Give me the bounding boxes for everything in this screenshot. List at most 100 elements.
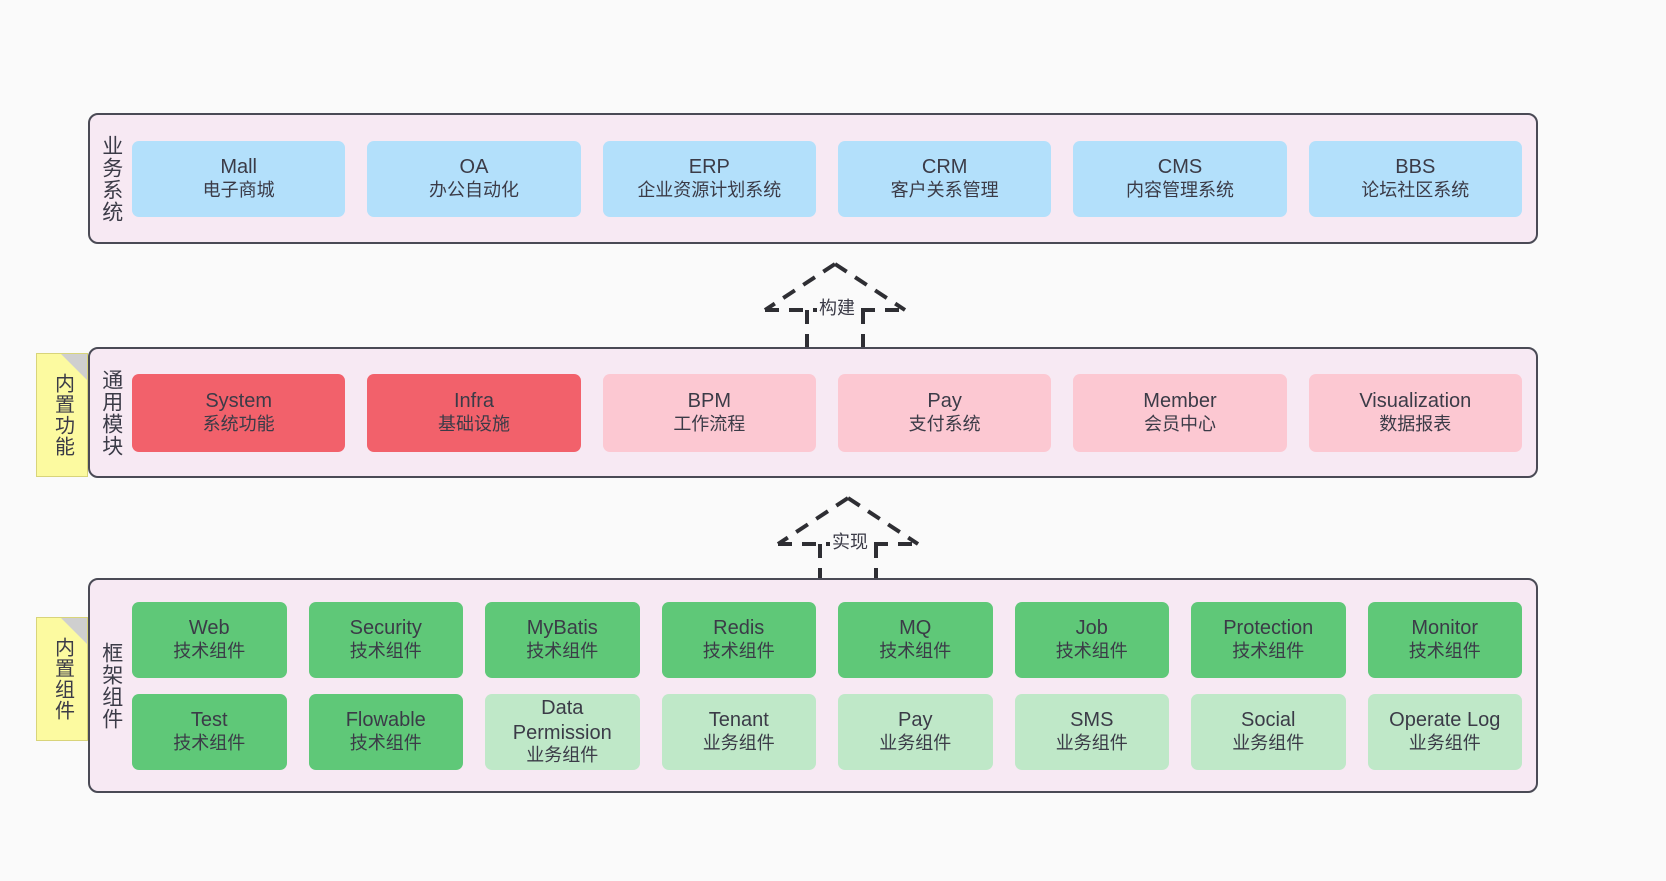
card-system[interactable]: System 系统功能: [132, 373, 346, 452]
card-subtitle: 业务组件: [1055, 732, 1128, 753]
card-name: Operate Log: [1389, 709, 1501, 732]
card-name: Protection: [1223, 617, 1314, 640]
card-name: Pay: [927, 390, 962, 413]
connector-label-implement: 实现: [830, 528, 870, 554]
card-name: BPM: [687, 390, 731, 413]
card-subtitle: 工作流程: [673, 413, 746, 434]
card-subtitle: 技术组件: [173, 732, 246, 753]
card-redis[interactable]: Redis 技术组件: [661, 601, 816, 678]
card-protection[interactable]: Protection 技术组件: [1191, 601, 1346, 678]
sticky-note-label: 内置功能: [51, 373, 74, 457]
card-web[interactable]: Web 技术组件: [132, 601, 287, 678]
card-visualization[interactable]: Visualization 数据报表: [1308, 373, 1522, 452]
card-row: Test 技术组件 Flowable 技术组件 Data Permission …: [132, 693, 1522, 770]
card-pay-component[interactable]: Pay 业务组件: [838, 693, 993, 770]
card-name: SMS: [1070, 709, 1114, 732]
card-social[interactable]: Social 业务组件: [1191, 693, 1346, 770]
card-name: OA: [459, 156, 489, 179]
card-name: Infra: [453, 390, 494, 413]
layer-body-common-modules: System 系统功能 Infra 基础设施 BPM 工作流程 Pay 支付系统…: [132, 349, 1536, 476]
card-subtitle: 技术组件: [1055, 640, 1128, 661]
card-name: Data Permission: [512, 697, 612, 744]
card-subtitle: 技术组件: [349, 640, 422, 661]
connector-label-build: 构建: [817, 294, 857, 320]
card-name: BBS: [1395, 156, 1436, 179]
card-subtitle: 技术组件: [702, 640, 775, 661]
card-row: Mall 电子商城 OA 办公自动化 ERP 企业资源计划系统 CRM 客户关系…: [132, 140, 1522, 217]
sticky-note-builtin-components: 内置组件: [36, 617, 88, 741]
card-data-permission[interactable]: Data Permission 业务组件: [485, 693, 640, 770]
implement-arrow-icon: [776, 496, 920, 586]
card-name: Web: [188, 617, 230, 640]
card-subtitle: 技术组件: [1408, 640, 1481, 661]
card-name: Member: [1143, 390, 1217, 413]
card-name: Visualization: [1359, 390, 1472, 413]
card-subtitle: 业务组件: [1408, 732, 1481, 753]
card-name: Pay: [898, 709, 933, 732]
card-infra[interactable]: Infra 基础设施: [367, 373, 581, 452]
card-tenant[interactable]: Tenant 业务组件: [661, 693, 816, 770]
card-name: Test: [190, 709, 228, 732]
card-security[interactable]: Security 技术组件: [308, 601, 463, 678]
card-name: MyBatis: [526, 617, 598, 640]
card-subtitle: 数据报表: [1379, 413, 1452, 434]
card-bbs[interactable]: BBS 论坛社区系统: [1308, 140, 1522, 217]
card-name: Job: [1075, 617, 1108, 640]
card-name: Tenant: [708, 709, 769, 732]
card-job[interactable]: Job 技术组件: [1014, 601, 1169, 678]
layer-title-business-systems: 业务系统: [99, 134, 123, 223]
card-name: Social: [1241, 709, 1296, 732]
card-subtitle: 论坛社区系统: [1361, 179, 1470, 200]
card-mq[interactable]: MQ 技术组件: [838, 601, 993, 678]
card-subtitle: 业务组件: [702, 732, 775, 753]
card-row: Web 技术组件 Security 技术组件 MyBatis 技术组件 Redi…: [132, 601, 1522, 678]
card-erp[interactable]: ERP 企业资源计划系统: [602, 140, 816, 217]
card-subtitle: 技术组件: [1232, 640, 1305, 661]
card-subtitle: 业务组件: [1232, 732, 1305, 753]
sticky-note-label: 内置组件: [51, 637, 74, 721]
card-bpm[interactable]: BPM 工作流程: [602, 373, 816, 452]
sticky-note-builtin-features: 内置功能: [36, 353, 88, 477]
card-cms[interactable]: CMS 内容管理系统: [1073, 140, 1287, 217]
card-name: System: [205, 390, 272, 413]
build-arrow-icon: [763, 262, 907, 352]
card-name: CRM: [921, 156, 968, 179]
card-subtitle: 技术组件: [879, 640, 952, 661]
card-subtitle: 客户关系管理: [890, 179, 999, 200]
card-subtitle: 技术组件: [349, 732, 422, 753]
layer-business-systems: 业务系统 Mall 电子商城 OA 办公自动化 ERP 企业资源计划系统 CRM…: [88, 113, 1538, 244]
card-flowable[interactable]: Flowable 技术组件: [308, 693, 463, 770]
card-operate-log[interactable]: Operate Log 业务组件: [1367, 693, 1522, 770]
card-sms[interactable]: SMS 业务组件: [1014, 693, 1169, 770]
card-name: CMS: [1157, 156, 1203, 179]
card-subtitle: 支付系统: [908, 413, 981, 434]
card-name: Monitor: [1411, 617, 1479, 640]
layer-body-framework-components: Web 技术组件 Security 技术组件 MyBatis 技术组件 Redi…: [132, 580, 1536, 791]
card-subtitle: 技术组件: [526, 640, 599, 661]
card-mybatis[interactable]: MyBatis 技术组件: [485, 601, 640, 678]
card-monitor[interactable]: Monitor 技术组件: [1367, 601, 1522, 678]
card-test[interactable]: Test 技术组件: [132, 693, 287, 770]
card-mall[interactable]: Mall 电子商城: [132, 140, 346, 217]
card-subtitle: 业务组件: [526, 744, 599, 765]
card-subtitle: 电子商城: [202, 179, 275, 200]
card-member[interactable]: Member 会员中心: [1073, 373, 1287, 452]
card-subtitle: 技术组件: [173, 640, 246, 661]
card-subtitle: 会员中心: [1143, 413, 1216, 434]
card-subtitle: 业务组件: [879, 732, 952, 753]
card-name: Redis: [713, 617, 765, 640]
card-crm[interactable]: CRM 客户关系管理: [837, 140, 1052, 217]
connector-build: 构建: [755, 258, 915, 352]
card-name: MQ: [899, 617, 932, 640]
layer-title-common-modules: 通用模块: [99, 368, 123, 457]
card-name: ERP: [688, 156, 730, 179]
layer-title-framework-components: 框架组件: [99, 641, 123, 730]
card-subtitle: 系统功能: [202, 413, 275, 434]
card-oa[interactable]: OA 办公自动化: [367, 140, 581, 217]
layer-body-business-systems: Mall 电子商城 OA 办公自动化 ERP 企业资源计划系统 CRM 客户关系…: [132, 115, 1536, 242]
card-name: Flowable: [345, 709, 426, 732]
layer-framework-components: 框架组件 Web 技术组件 Security 技术组件 MyBatis 技术组件…: [88, 578, 1538, 793]
card-subtitle: 内容管理系统: [1125, 179, 1234, 200]
card-pay-module[interactable]: Pay 支付系统: [837, 373, 1052, 452]
card-subtitle: 办公自动化: [428, 179, 519, 200]
